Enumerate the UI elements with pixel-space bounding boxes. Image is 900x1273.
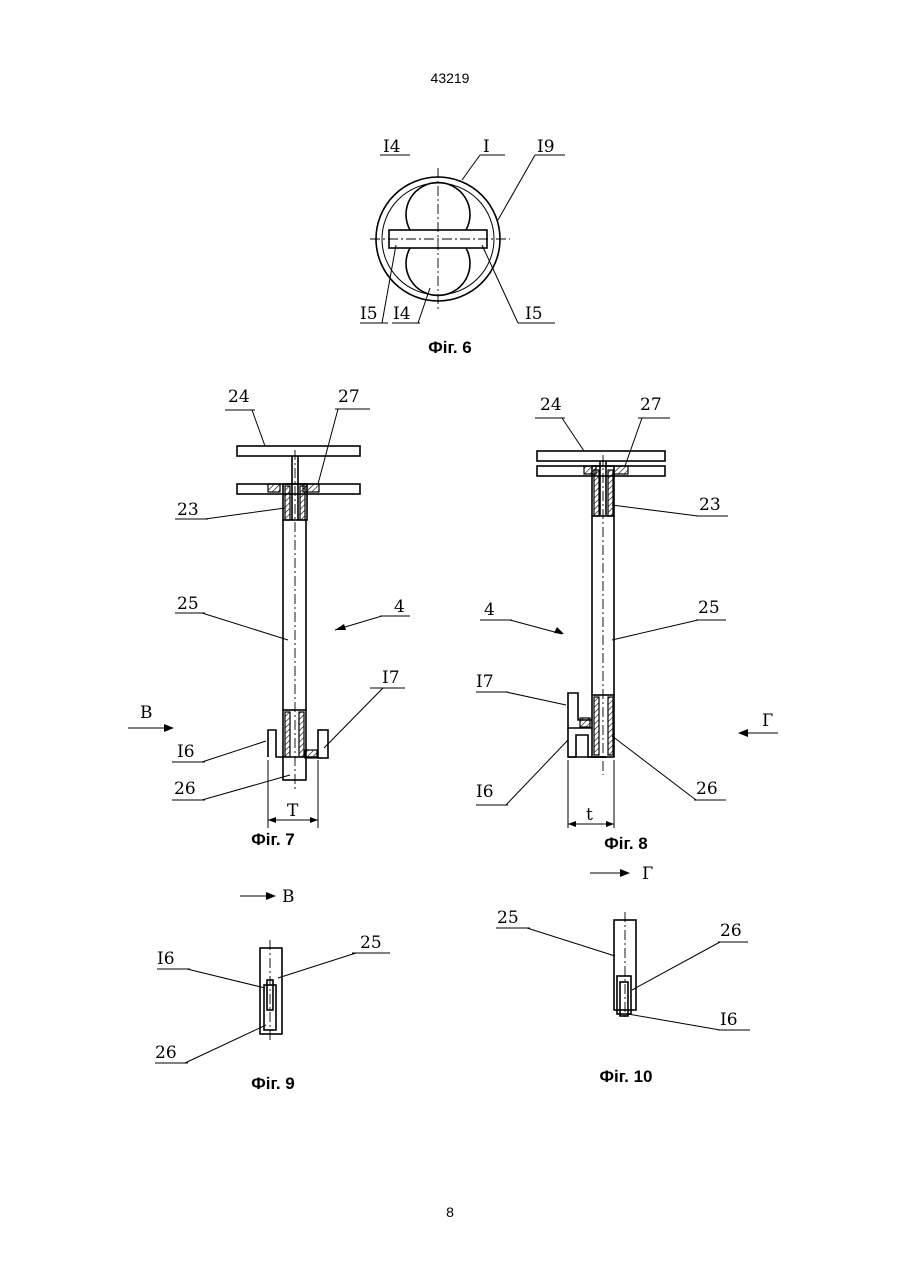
fig7-label-23: 23 [177,500,199,520]
fig6-label-15-right: I5 [525,304,543,324]
fig8-label-26: 26 [696,779,718,799]
fig8-label-G: Г [762,711,773,731]
fig8-label-23: 23 [699,495,721,515]
fig6-label-14-bottom: I4 [393,304,411,324]
fig8-label-24: 24 [540,395,562,415]
fig7-label-T: T [287,801,299,821]
figure-7: 24 27 23 25 4 B I7 I6 26 T [128,387,410,828]
fig8-label-17: I7 [476,672,494,692]
fig6-caption: Фіг. 6 [390,338,510,358]
fig8-label-16: I6 [476,782,494,802]
fig8-label-25: 25 [698,598,720,618]
fig10-label-G: Г [642,864,653,884]
fig6-label-19: I9 [537,137,555,157]
fig7-label-24: 24 [228,387,250,407]
fig8-label-t: t [586,805,593,825]
fig7-label-B: B [140,703,153,723]
fig9-label-25: 25 [360,933,382,953]
figure-6: I4 I I9 I5 I4 I5 [360,137,565,324]
fig10-label-26: 26 [720,921,742,941]
figure-8: 24 27 23 4 25 I7 Г I6 26 t [476,395,778,828]
fig8-caption: Фіг. 8 [566,834,686,854]
fig10-label-16: I6 [720,1010,738,1030]
figure-10: Г 25 26 I6 [496,864,750,1030]
page-number: 8 [0,1204,900,1220]
fig7-label-16: I6 [177,742,195,762]
figure-9: B I6 25 26 [155,887,390,1063]
fig9-caption: Фіг. 9 [213,1074,333,1094]
fig6-label-15-left: I5 [360,304,378,324]
fig7-label-17: I7 [382,668,400,688]
fig10-label-25: 25 [497,908,519,928]
fig6-label-1: I [483,137,490,157]
fig7-label-25: 25 [177,594,199,614]
fig7-label-27: 27 [338,387,360,407]
fig10-caption: Фіг. 10 [566,1067,686,1087]
fig7-caption: Фіг. 7 [213,830,333,850]
fig8-label-4: 4 [484,600,495,620]
fig7-label-26: 26 [174,779,196,799]
fig9-label-16: I6 [157,949,175,969]
fig6-label-14-top: I4 [383,137,401,157]
fig9-label-B: B [282,887,295,907]
fig7-label-4: 4 [394,597,405,617]
fig8-label-27: 27 [640,395,662,415]
fig9-label-26: 26 [155,1043,177,1063]
